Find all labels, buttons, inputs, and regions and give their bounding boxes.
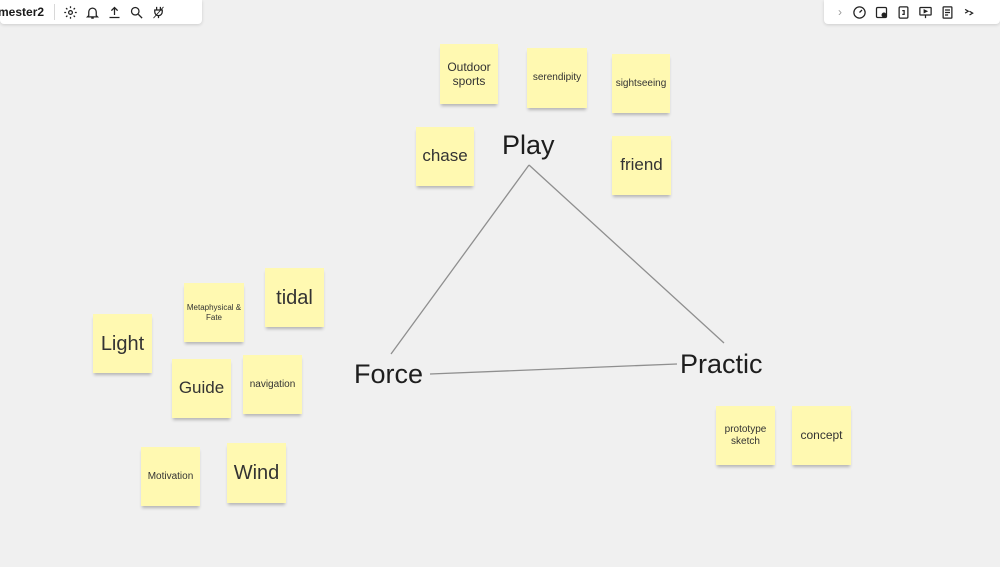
sticky-note[interactable]: chase bbox=[416, 127, 474, 186]
word-force[interactable]: Force bbox=[354, 359, 424, 389]
sticky-note[interactable]: navigation bbox=[243, 355, 302, 414]
upload-icon[interactable] bbox=[103, 1, 125, 23]
word-play[interactable]: Play bbox=[502, 130, 555, 160]
sticky-note[interactable]: tidal bbox=[265, 268, 324, 327]
board-toolbar: mester2 bbox=[0, 0, 202, 24]
comment-icon[interactable] bbox=[892, 1, 914, 23]
collaboration-toolbar: › bbox=[824, 0, 1000, 24]
word-practic[interactable]: Practic bbox=[680, 349, 763, 379]
timer-icon[interactable] bbox=[848, 1, 870, 23]
sticky-note[interactable]: serendipity bbox=[527, 48, 587, 108]
chevron-right-icon[interactable]: › bbox=[838, 5, 842, 19]
board-title[interactable]: mester2 bbox=[0, 5, 45, 19]
bell-icon[interactable] bbox=[81, 1, 103, 23]
sticky-note[interactable]: Light bbox=[93, 314, 152, 373]
connector-play-practic[interactable] bbox=[528, 164, 725, 344]
notes-icon[interactable] bbox=[936, 1, 958, 23]
sticky-note[interactable]: friend bbox=[612, 136, 671, 195]
sticky-note[interactable]: sightseeing bbox=[612, 54, 670, 113]
sticky-note[interactable]: Outdoor sports bbox=[440, 44, 498, 104]
toolbar-divider bbox=[54, 4, 56, 20]
plug-icon[interactable] bbox=[147, 1, 169, 23]
more-icon[interactable] bbox=[958, 1, 980, 23]
sticky-note[interactable]: prototype sketch bbox=[716, 406, 775, 465]
sticky-note[interactable]: Metaphysical & Fate bbox=[184, 283, 244, 342]
connector-force-practic[interactable] bbox=[429, 363, 678, 375]
sticky-note[interactable]: Guide bbox=[172, 359, 231, 418]
sticky-note[interactable]: Wind bbox=[227, 443, 286, 503]
sticky-note[interactable]: concept bbox=[792, 406, 851, 465]
presentation-icon[interactable] bbox=[914, 1, 936, 23]
sticky-add-icon[interactable] bbox=[870, 1, 892, 23]
connector-play-force[interactable] bbox=[390, 164, 530, 355]
search-icon[interactable] bbox=[125, 1, 147, 23]
settings-icon[interactable] bbox=[59, 1, 81, 23]
sticky-note[interactable]: Motivation bbox=[141, 447, 200, 506]
